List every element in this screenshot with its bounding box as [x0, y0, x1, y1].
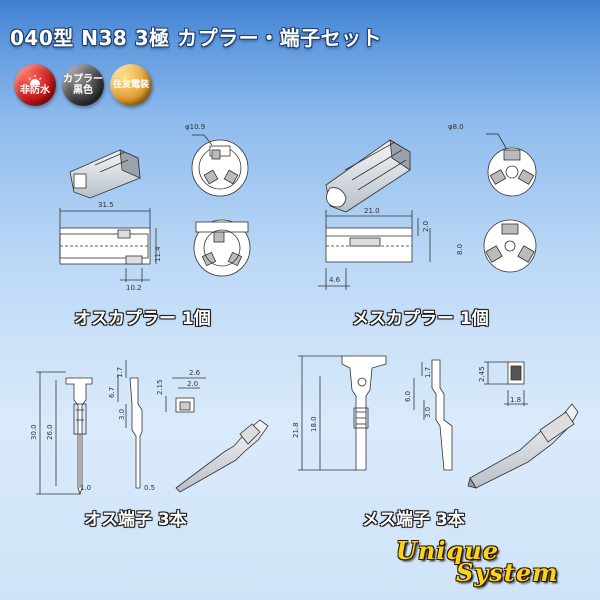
- female-terminal-body-length: 18.0: [310, 416, 318, 432]
- female-coupler-foot: 4.6: [329, 276, 341, 284]
- male-terminal-front-view: [65, 377, 93, 496]
- male-coupler-length: 31.5: [98, 201, 114, 209]
- badge-sublabel: 黒色: [73, 85, 93, 96]
- female-terminal-caption: メス端子 3本: [362, 510, 465, 530]
- female-terminal-lower: 3.0: [424, 407, 432, 418]
- male-terminal-tip: 1.0: [80, 484, 91, 492]
- male-coupler-front-view: [191, 134, 249, 197]
- male-terminal-cross-section: [165, 377, 206, 413]
- female-coupler-diameter: φ8.0: [448, 123, 464, 131]
- page-title: 040型 N38 3極 カプラー・端子セット: [10, 26, 383, 50]
- male-terminal-pin: 0.5: [144, 484, 155, 492]
- male-terminal-mid: 6.7: [108, 387, 116, 398]
- female-coupler-height-a: 2.0: [422, 221, 430, 232]
- male-terminal-caption: オス端子 3本: [84, 510, 187, 530]
- female-terminal-width-1: 2.45: [478, 366, 486, 382]
- female-coupler-height-b: 8.0: [456, 244, 464, 255]
- male-terminal-top: 1.7: [116, 367, 124, 378]
- male-terminal-drawing: 30.0 26.0 1.0 1.7 6.7 3.0 0.5 2.6 2.0: [30, 360, 269, 496]
- male-coupler-drawing: φ10.9 31.5 11.4 10.2: [59, 123, 251, 292]
- male-coupler-caption: オスカプラー 1個: [74, 309, 211, 329]
- male-terminal-3d-view: [175, 419, 269, 493]
- coupler-color-badge: カプラー 黒色: [62, 64, 104, 106]
- female-terminal-total-length: 21.8: [292, 422, 300, 438]
- female-terminal-side-view: [413, 359, 453, 471]
- female-terminal-width-2: 1.8: [510, 396, 521, 404]
- male-terminal-width-3: 2.0: [187, 380, 198, 388]
- female-coupler-front-view: [486, 133, 537, 197]
- male-coupler-3d-view: [69, 149, 141, 199]
- female-coupler-length: 21.0: [364, 207, 380, 215]
- badge-label: 住友電装: [112, 79, 149, 90]
- male-terminal-total-length: 30.0: [30, 424, 38, 440]
- manufacturer-badge: 住友電装: [110, 64, 152, 106]
- female-terminal-mid: 6.0: [404, 391, 412, 402]
- logo-line-1: Unique: [396, 536, 499, 565]
- male-coupler-foot: 10.2: [126, 284, 142, 292]
- logo-line-2: System: [456, 558, 559, 587]
- male-coupler-rear-view: [193, 219, 251, 277]
- male-coupler-side-view: [59, 208, 157, 282]
- male-terminal-width-1: 2.15: [156, 379, 164, 395]
- female-coupler-rear-view: [483, 219, 537, 273]
- male-terminal-body-length: 26.0: [46, 424, 54, 440]
- male-terminal-width-2: 2.6: [189, 369, 201, 377]
- male-terminal-lower: 3.0: [118, 409, 126, 420]
- female-coupler-side-view: [318, 210, 431, 290]
- sun-icon: [28, 74, 42, 85]
- female-terminal-3d-view: [467, 403, 579, 489]
- female-coupler-caption: メスカプラー 1個: [352, 309, 489, 329]
- female-terminal-top: 1.7: [424, 367, 432, 378]
- badge-label: カプラー: [63, 74, 103, 85]
- female-terminal-drawing: 21.8 18.0 1.7 6.0 3.0 2.45: [292, 355, 579, 489]
- male-terminal-side-view: [117, 360, 143, 489]
- male-coupler-diameter: φ10.9: [185, 123, 205, 131]
- female-terminal-cross-section: [484, 361, 528, 406]
- male-coupler-height: 11.4: [154, 246, 162, 262]
- brand-logo: Unique System: [386, 536, 586, 588]
- female-coupler-drawing: φ8.0 21.0 2.0 8.0 4.6: [318, 123, 537, 290]
- female-coupler-3d-view: [325, 139, 411, 213]
- female-terminal-front-view: [341, 355, 387, 471]
- non-waterproof-badge: 非防水: [14, 64, 56, 106]
- badge-label: 非防水: [20, 84, 50, 96]
